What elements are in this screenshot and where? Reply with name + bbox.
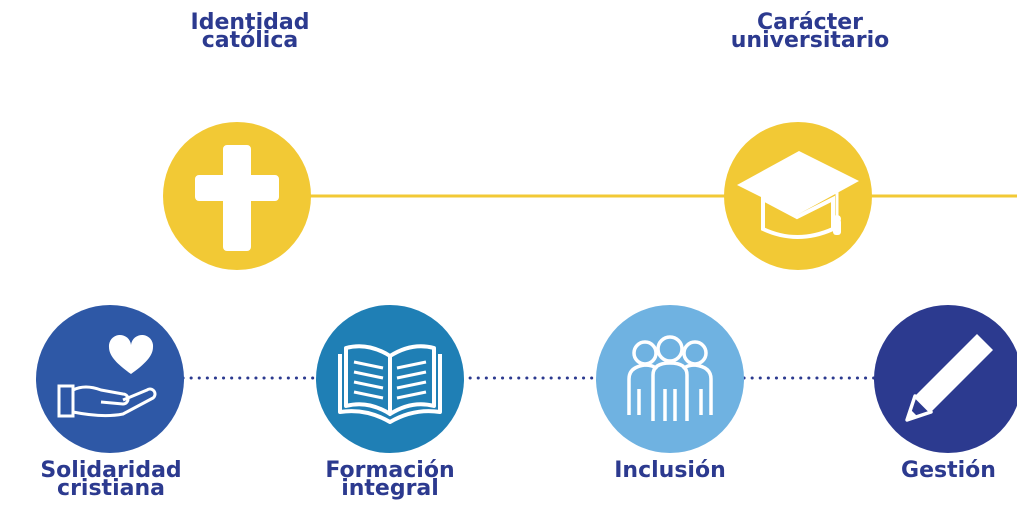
label-gestion: Gestión xyxy=(901,458,996,483)
label-identidad-catolica: Identidad católica xyxy=(190,10,310,53)
node-formacion-integral xyxy=(316,305,464,453)
pencil-icon xyxy=(905,334,993,422)
open-book-icon xyxy=(338,344,442,424)
node-solidaridad-cristiana xyxy=(36,305,184,453)
node-inclusion xyxy=(596,305,744,453)
node-gestion xyxy=(874,305,1017,453)
label-inclusion: Inclusión xyxy=(614,458,726,483)
label-formacion-integral: Formación integral xyxy=(325,458,455,501)
label-caracter-universitario: Carácter universitario xyxy=(730,10,890,53)
label-solidaridad-cristiana: Solidaridad cristiana xyxy=(40,458,182,501)
people-group-icon xyxy=(627,335,713,421)
hand-heart-icon xyxy=(57,334,157,418)
node-identidad-catolica xyxy=(163,122,311,270)
cross-icon xyxy=(195,145,279,251)
graduation-cap-icon xyxy=(737,151,859,239)
node-caracter-universitario xyxy=(724,122,872,270)
